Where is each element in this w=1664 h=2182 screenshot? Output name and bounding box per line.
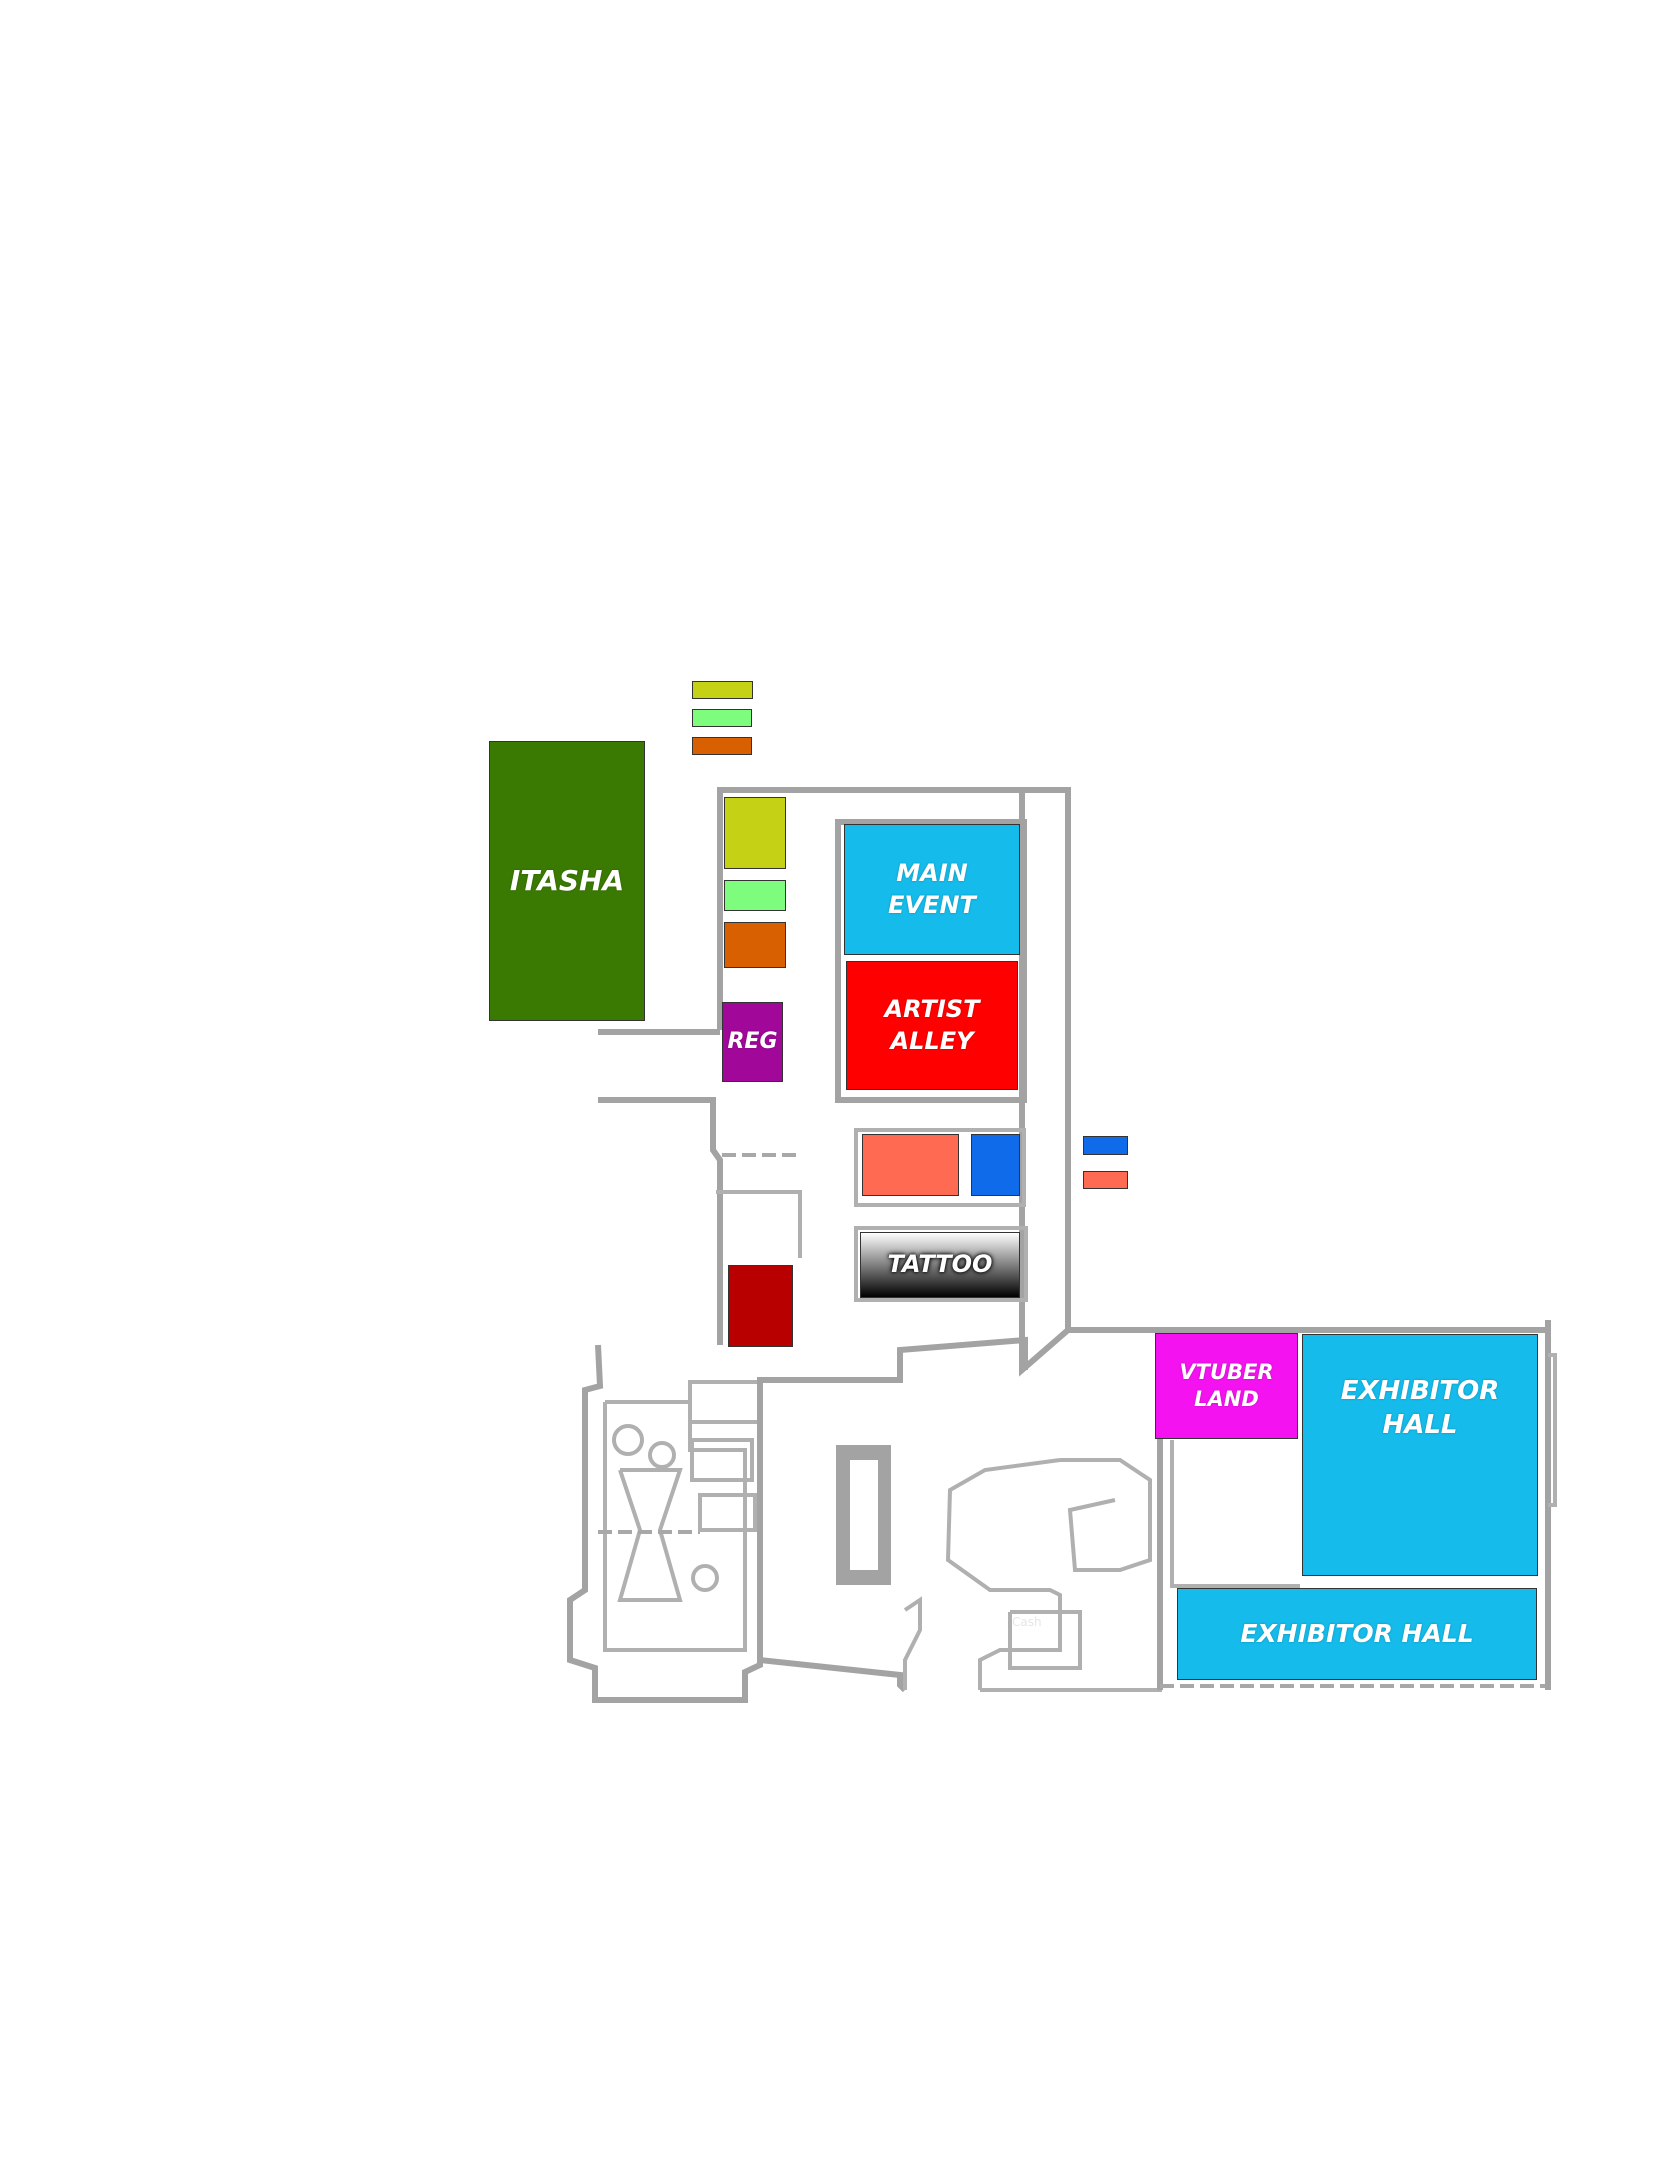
wall-curved-room-2: [1060, 1458, 1152, 1572]
wall-pillar-3: [691, 1564, 719, 1592]
legend-chip-salmon: [1083, 1171, 1128, 1189]
wall-small-block: [1008, 1610, 1082, 1670]
room-salmon[interactable]: [862, 1134, 959, 1196]
wall-corridor-room: [716, 1190, 802, 1258]
room-artist-alley-label: ARTIST ALLEY: [884, 995, 980, 1055]
room-exhibitor-hall-upper[interactable]: EXHIBITOR HALL: [1302, 1334, 1538, 1576]
faint-label: Cash: [1012, 1615, 1042, 1629]
room-main-event[interactable]: MAIN EVENT: [844, 824, 1020, 955]
legend-chip-orange: [692, 737, 752, 755]
legend-chip-blue: [1083, 1136, 1128, 1155]
wall-hall-enclosure: [835, 819, 1027, 1103]
room-exhibitor-hall-lower[interactable]: EXHIBITOR HALL: [1177, 1588, 1537, 1680]
wall-lower-arc: [903, 1596, 922, 1690]
wall-right-wing-top: [1068, 1320, 1551, 1333]
room-itasha[interactable]: ITASHA: [489, 741, 645, 1021]
wall-main-west: [717, 787, 1071, 1330]
room-dark-red[interactable]: [728, 1265, 793, 1347]
room-reg[interactable]: REG: [722, 1002, 783, 1082]
legend-chip-olive: [692, 681, 753, 699]
room-main-event-label: MAIN EVENT: [888, 859, 976, 919]
legend-chip-lime: [692, 709, 752, 727]
wall-lower-center: [757, 1380, 908, 1693]
room-itasha-label: ITASHA: [509, 863, 625, 897]
wall-lower-left-outer: [567, 1336, 1028, 1703]
wall-bowtie: [617, 1468, 683, 1602]
wall-closet-1: [688, 1380, 762, 1424]
wall-central-block-inner: [850, 1460, 878, 1570]
room-tattoo[interactable]: TATTOO: [860, 1232, 1020, 1298]
room-blue[interactable]: [971, 1134, 1020, 1196]
room-vtuber-land-label: VTUBER LAND: [1179, 1359, 1274, 1411]
wall-bottom-edge: [980, 1670, 1162, 1692]
wall-right-wing-inner: [1170, 1440, 1300, 1588]
room-olive[interactable]: [724, 797, 786, 869]
room-artist-alley[interactable]: ARTIST ALLEY: [846, 961, 1018, 1090]
wall-pillar-1: [612, 1424, 644, 1456]
wall-tattoo-room: [854, 1226, 1028, 1302]
wall-closet-2: [690, 1438, 754, 1482]
room-lime[interactable]: [724, 880, 786, 911]
wall-left-wing-2: [598, 1097, 723, 1345]
wall-curved-room: [945, 1458, 1062, 1690]
wall-small-rooms: [854, 1128, 1026, 1207]
wall-main-inner: [1019, 790, 1070, 1377]
room-vtuber-land[interactable]: VTUBER LAND: [1155, 1333, 1298, 1439]
room-tattoo-label: TATTOO: [887, 1250, 993, 1279]
room-exhibitor-hall-lower-label: EXHIBITOR HALL: [1240, 1618, 1474, 1648]
wall-pillar-2: [648, 1441, 676, 1469]
room-orange[interactable]: [724, 922, 786, 968]
room-exhibitor-hall-upper-label: EXHIBITOR HALL: [1340, 1376, 1500, 1440]
room-reg-label: REG: [727, 1028, 778, 1054]
wall-closet-3: [698, 1493, 757, 1532]
wall-right-notch: [1548, 1353, 1557, 1507]
